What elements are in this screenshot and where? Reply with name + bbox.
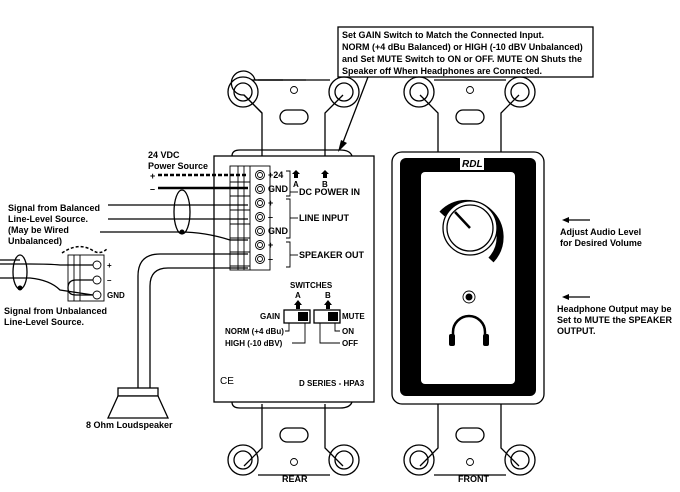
terminal-screw-inner xyxy=(257,214,263,220)
switches-title: SWITCHES xyxy=(290,281,333,290)
terminal-label: + xyxy=(107,261,112,270)
arrow-up-icon xyxy=(292,170,300,178)
terminal-labels: +24 GND + – GND + – DC POWER IN LINE INP… xyxy=(268,170,365,268)
balanced-source-label: Line-Level Source. xyxy=(8,214,88,224)
minus-sign: – xyxy=(150,184,155,194)
terminal-screw-inner xyxy=(257,172,263,178)
terminal-screw xyxy=(255,254,265,264)
callout-line: Set GAIN Switch to Match the Connected I… xyxy=(342,30,544,40)
front-strap xyxy=(403,76,536,476)
mute-label: MUTE xyxy=(342,312,365,321)
arrow-up-icon xyxy=(324,300,332,309)
note-text: Headphone Output may be xyxy=(557,304,672,314)
note-headphone: Headphone Output may be Set to MUTE the … xyxy=(557,294,673,336)
gain-label: GAIN xyxy=(260,312,280,321)
balanced-source-label: Unbalanced) xyxy=(8,236,62,246)
switch-arrow-label: A xyxy=(293,180,299,189)
switch-arrow-label: B xyxy=(322,180,328,189)
terminal-screw xyxy=(255,170,265,180)
speaker-cone xyxy=(106,395,170,419)
plus-sign: + xyxy=(150,171,155,181)
group-label-speaker-out: SPEAKER OUT xyxy=(299,250,365,260)
balanced-input-wiring: Signal from Balanced Line-Level Source. … xyxy=(8,189,248,246)
terminal-screw xyxy=(255,240,265,250)
callout-pointer xyxy=(341,76,369,146)
balanced-source-label: (May be Wired xyxy=(8,225,69,235)
ce-mark-icon: CE xyxy=(220,376,234,387)
callout-line: NORM (+4 dBu Balanced) or HIGH (-10 dBV … xyxy=(342,42,583,52)
arrow-up-icon xyxy=(321,170,329,178)
gain-switch-knob xyxy=(298,312,308,321)
headphone-jack[interactable] xyxy=(462,290,476,304)
arrow-left-icon xyxy=(562,217,569,223)
high-label: HIGH (-10 dBV) xyxy=(225,339,283,348)
norm-label: NORM (+4 dBu) xyxy=(225,327,284,336)
terminal-screw xyxy=(255,184,265,194)
terminal-screw-inner xyxy=(257,242,263,248)
front-label: FRONT xyxy=(458,474,489,484)
unbalanced-input-wiring: + – GND Signal from Unbalanced Line-Leve… xyxy=(0,245,125,327)
switch-b-label: B xyxy=(325,291,331,300)
speaker-label: 8 Ohm Loudspeaker xyxy=(86,420,173,430)
terminal-label: – xyxy=(268,254,273,264)
switches-section: SWITCHES A B GAIN MUTE NORM (+4 dBu) HIG… xyxy=(225,281,365,348)
callout-line: and Set MUTE Switch to ON or OFF. MUTE O… xyxy=(342,54,582,64)
callout-box: Set GAIN Switch to Match the Connected I… xyxy=(337,26,594,152)
note-text: Adjust Audio Level xyxy=(560,227,641,237)
volume-knob[interactable] xyxy=(439,199,504,263)
front-panel: RDL xyxy=(391,151,545,405)
balanced-source-label: Signal from Balanced xyxy=(8,203,100,213)
volume-knob-pointer xyxy=(454,211,471,229)
switch-a-label: A xyxy=(295,291,301,300)
terminal-label: – xyxy=(268,212,273,222)
terminal-screw xyxy=(255,212,265,222)
arrow-up-icon xyxy=(294,300,302,309)
rear-label: REAR xyxy=(282,474,308,484)
terminal-screw-inner xyxy=(257,186,263,192)
rdl-logo: RDL xyxy=(462,159,483,170)
speaker-magnet xyxy=(117,387,159,397)
terminal-label: + xyxy=(268,198,273,208)
model-label: D SERIES - HPA3 xyxy=(299,379,365,388)
headphone-icon xyxy=(449,314,489,346)
mute-switch-knob xyxy=(328,312,338,321)
terminal-screw-inner xyxy=(257,200,263,206)
terminal-screw-inner xyxy=(257,256,263,262)
speaker-wiring: 8 Ohm Loudspeaker xyxy=(86,253,248,430)
note-text: Set to MUTE the SPEAKER xyxy=(557,315,673,325)
off-label: OFF xyxy=(342,339,358,348)
terminal-label: – xyxy=(107,276,112,285)
note-text: OUTPUT. xyxy=(557,326,596,336)
unbalanced-source-label: Signal from Unbalanced xyxy=(4,306,107,316)
terminal-label: GND xyxy=(268,184,289,194)
rear-panel xyxy=(213,149,375,409)
on-label: ON xyxy=(342,327,354,336)
callout-arrowhead xyxy=(338,140,347,152)
note-volume: Adjust Audio Level for Desired Volume xyxy=(560,217,642,248)
terminal-block xyxy=(229,165,271,271)
unbalanced-source-label: Line-Level Source. xyxy=(4,317,84,327)
terminal-label: + xyxy=(268,240,273,250)
terminal-label: +24 xyxy=(268,170,283,180)
power-source-label: Power Source xyxy=(148,161,208,171)
terminal-screw-inner xyxy=(257,228,263,234)
rear-strap xyxy=(227,70,360,476)
arrow-left-icon xyxy=(562,294,569,300)
group-label-dc-power: DC POWER IN xyxy=(299,187,360,197)
terminal-label: GND xyxy=(107,291,125,300)
terminal-screw xyxy=(255,226,265,236)
callout-line: Speaker off When Headphones are Connecte… xyxy=(342,66,542,76)
dc-power-wiring: 24 VDC Power Source + – xyxy=(148,150,248,194)
note-text: for Desired Volume xyxy=(560,238,642,248)
terminal-label: GND xyxy=(268,226,289,236)
power-source-label: 24 VDC xyxy=(148,150,180,160)
group-label-line-input: LINE INPUT xyxy=(299,213,350,223)
terminal-screw xyxy=(255,198,265,208)
